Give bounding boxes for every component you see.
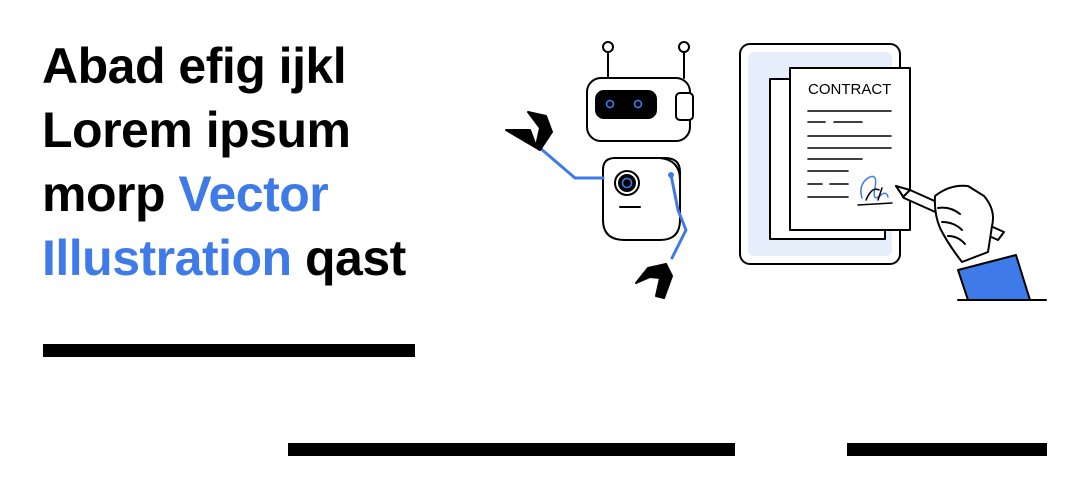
headline-line-4-plain: qast: [291, 230, 406, 286]
robot-claw-upper: [505, 111, 553, 151]
headline-line-3-plain: morp: [42, 166, 179, 222]
headline: Abad efig ijkl Lorem ipsum morp Vector I…: [42, 34, 512, 290]
headline-line-4: Illustration qast: [42, 226, 512, 290]
headline-accent-vector: Vector: [178, 166, 329, 222]
robot-claw-lower: [635, 263, 673, 299]
robot-signing-contract-illustration: CONTRACT: [505, 41, 1047, 301]
decorative-bar-bottom-right: [847, 443, 1047, 456]
headline-accent-illustration: Illustration: [42, 230, 292, 286]
signature-icon: [857, 175, 893, 206]
decorative-bar-left: [43, 344, 415, 357]
hand-with-pen-icon: [895, 184, 1047, 301]
robot-icon: [586, 41, 694, 241]
headline-line-2: Lorem ipsum: [42, 102, 351, 158]
contract-title: CONTRACT: [808, 81, 891, 98]
headline-line-3: morp Vector: [42, 162, 512, 226]
headline-line-1: Abad efig ijkl: [42, 38, 347, 94]
decorative-bar-bottom-center: [288, 443, 735, 456]
contract-document-icon: CONTRACT: [739, 43, 911, 265]
